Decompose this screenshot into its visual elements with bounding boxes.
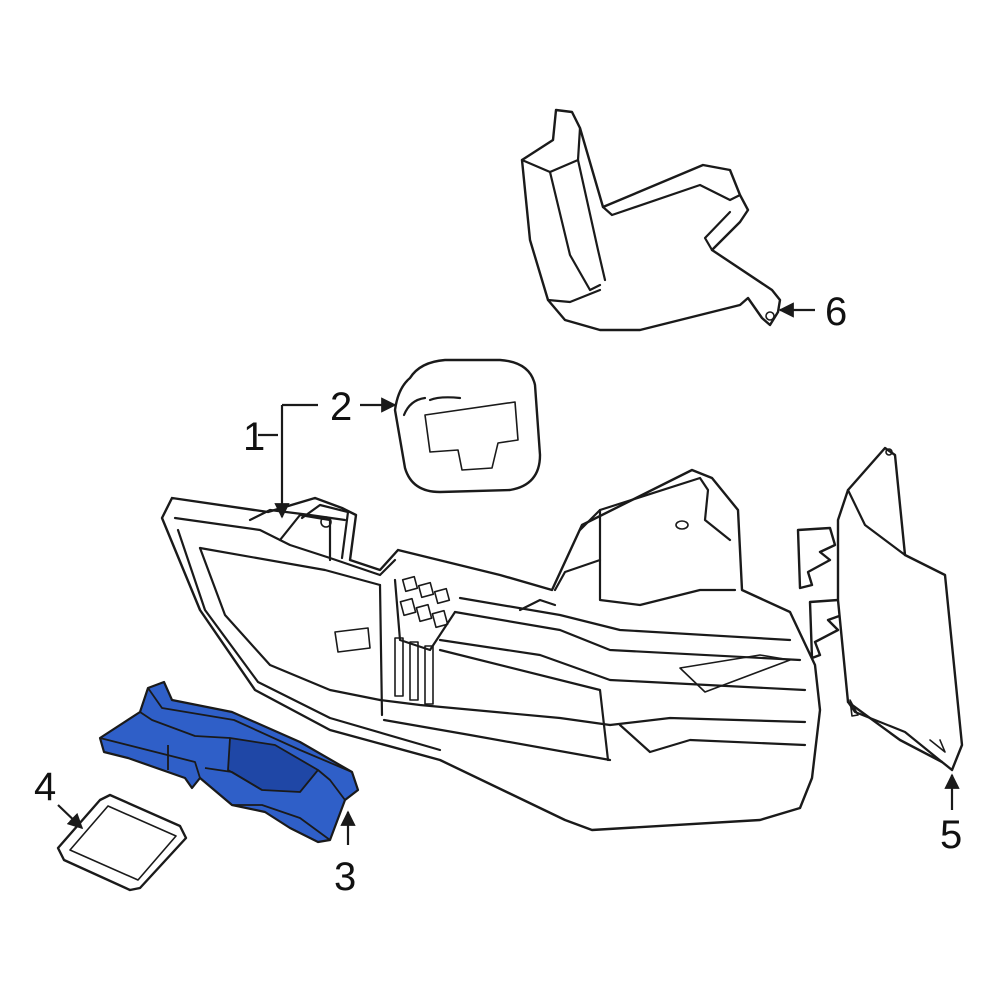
part-1-tail-lamp[interactable] — [160, 468, 822, 832]
part-3-bracket[interactable] — [98, 680, 360, 844]
leader-4 — [57, 804, 84, 830]
callout-1: 1 — [243, 415, 265, 459]
callout-3: 3 — [334, 855, 356, 899]
part-2-seal[interactable] — [393, 358, 542, 494]
callout-2: 2 — [330, 385, 352, 429]
callout-4: 4 — [34, 765, 56, 809]
callout-labels: 1 2 3 4 5 6 — [34, 290, 962, 899]
leader-lines — [57, 302, 960, 845]
callout-6: 6 — [825, 290, 847, 334]
part-6-bracket[interactable] — [520, 108, 782, 332]
part-4-pad[interactable] — [56, 793, 188, 892]
callout-5: 5 — [940, 813, 962, 857]
part-5-side-panel[interactable] — [796, 446, 964, 772]
